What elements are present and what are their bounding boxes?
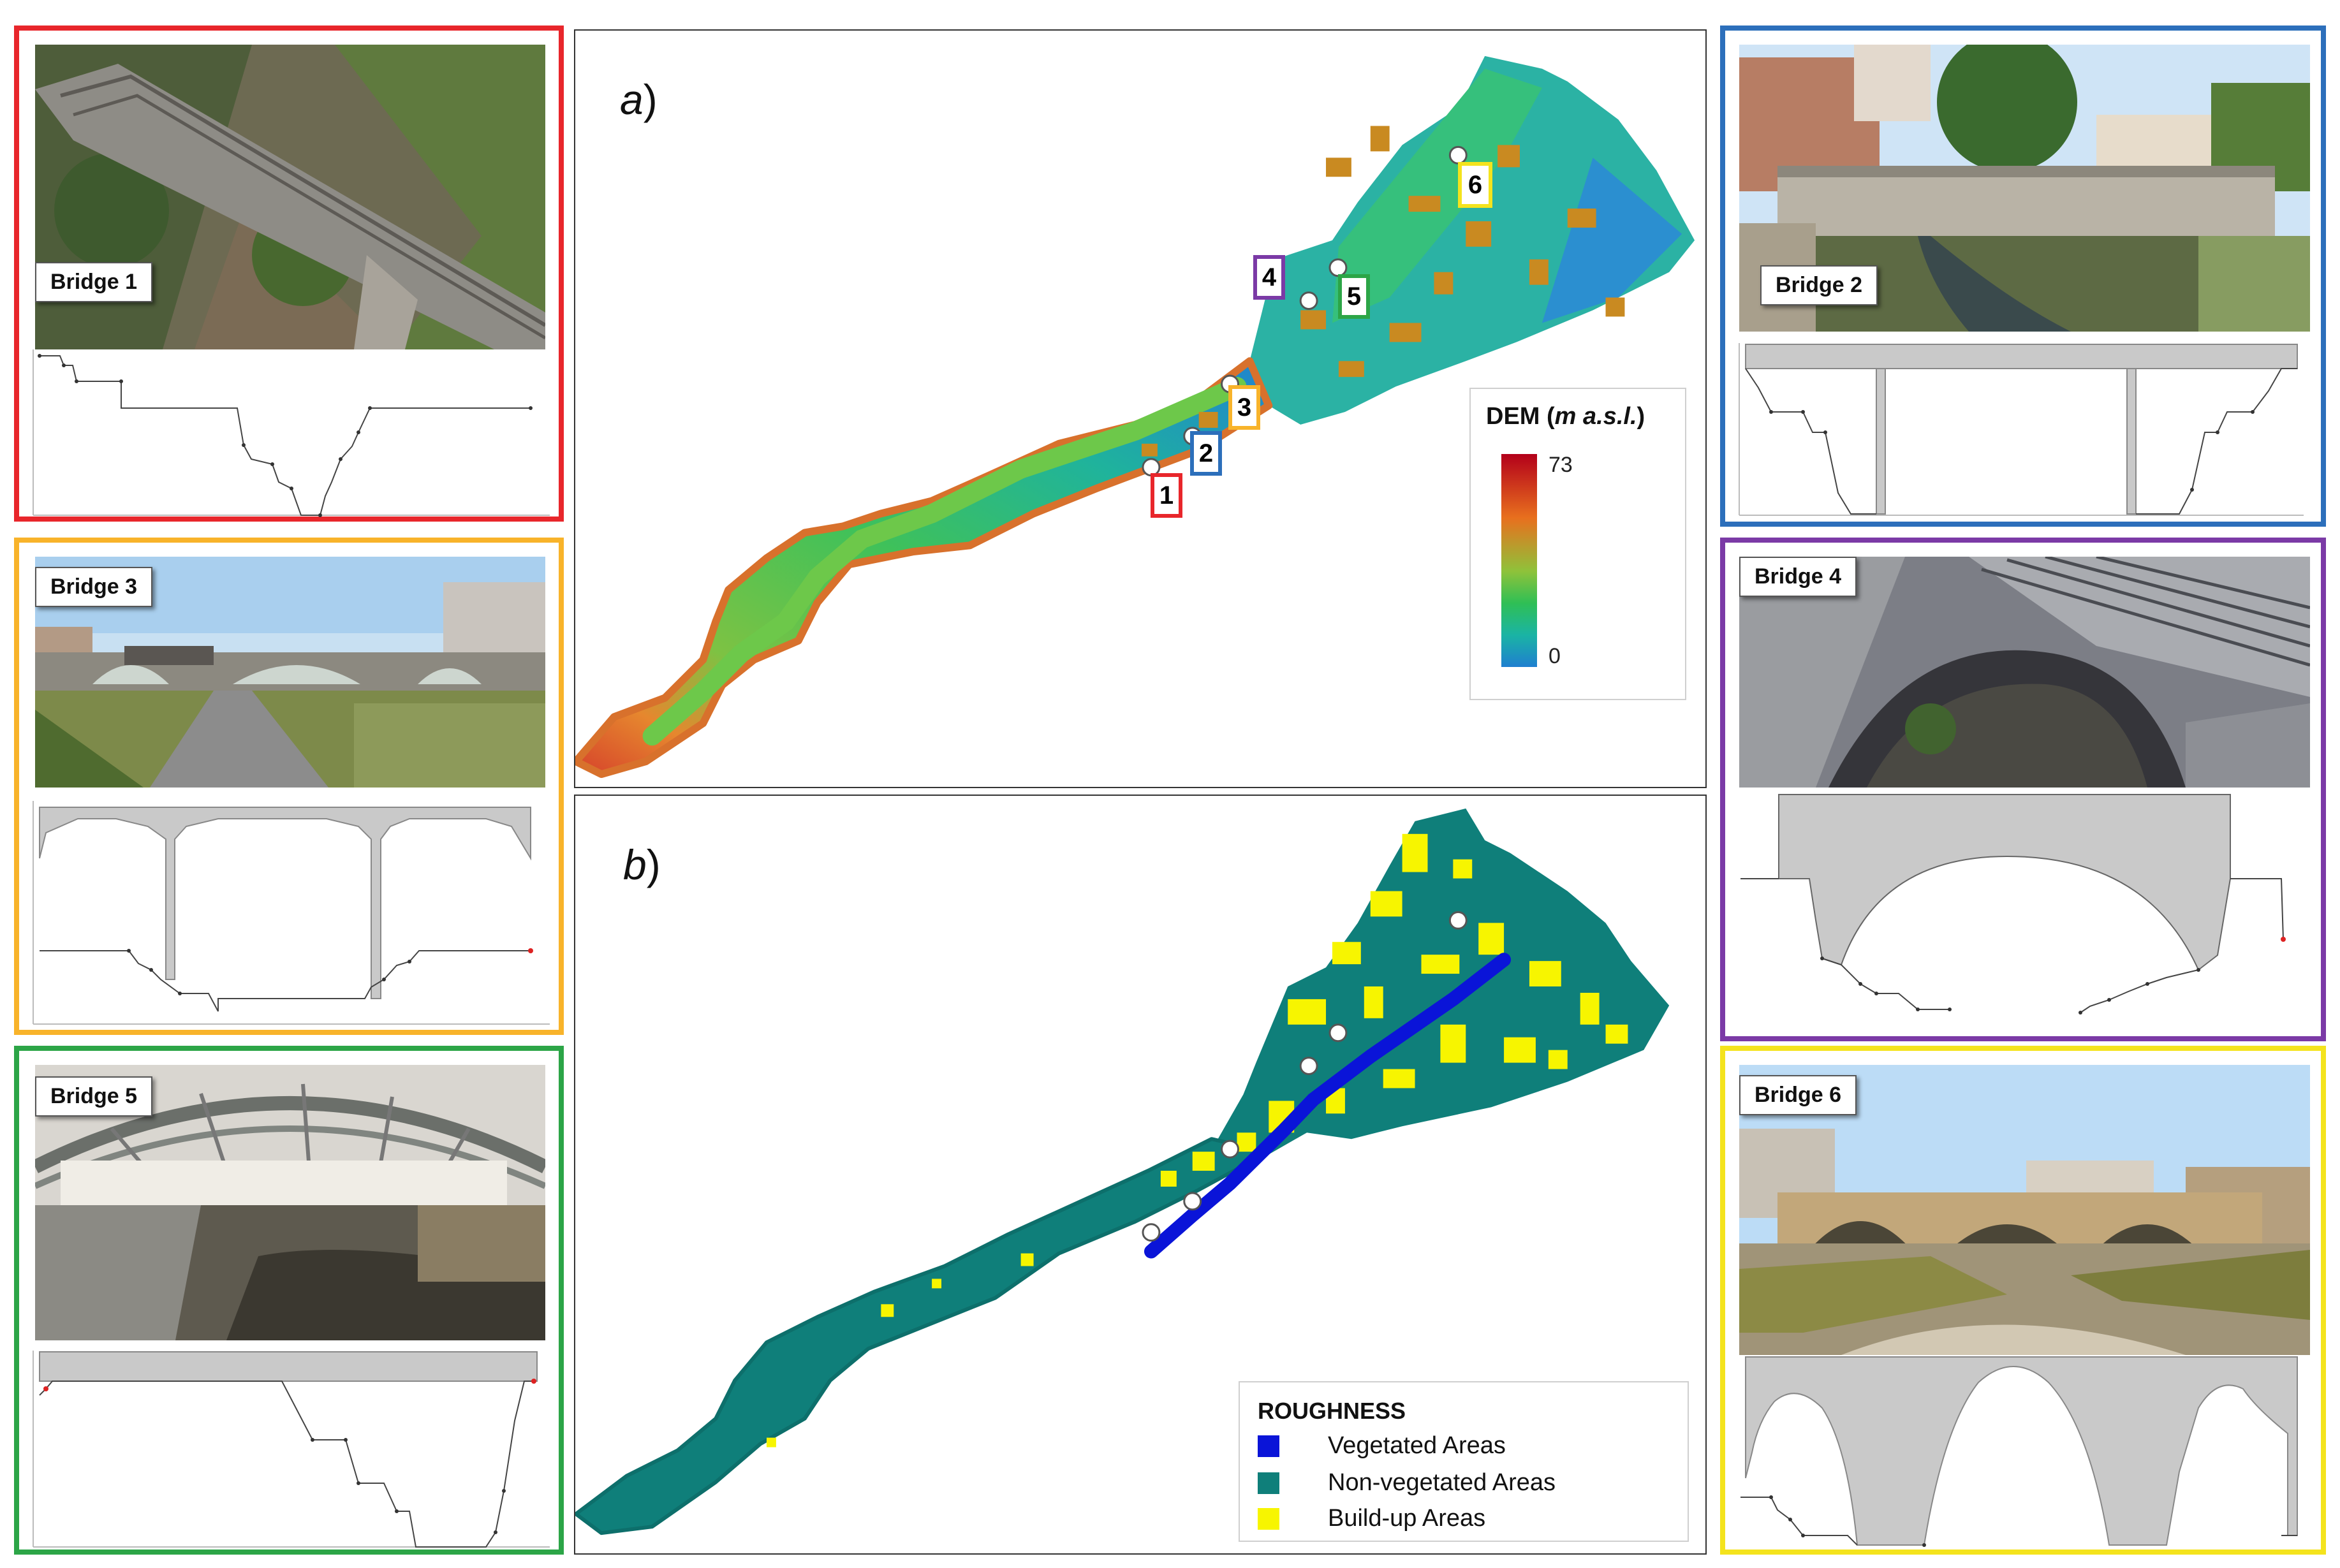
bridge-marker-3[interactable]: 3 bbox=[1228, 385, 1260, 430]
bridge-6-cross-section bbox=[1733, 1351, 2310, 1551]
bridge-1-label: Bridge 1 bbox=[35, 262, 153, 302]
bridge-marker-1[interactable]: 1 bbox=[1151, 473, 1182, 518]
bridge-3-cross-section bbox=[27, 795, 556, 1030]
roughness-map bbox=[575, 808, 1670, 1535]
map-b-title: b) bbox=[623, 840, 661, 889]
dem-colorbar bbox=[1501, 454, 1537, 667]
bridge-marker-6[interactable]: 6 bbox=[1458, 162, 1492, 208]
bridge-3-label: Bridge 3 bbox=[35, 567, 153, 607]
non-vegetated-label: Non-vegetated Areas bbox=[1328, 1469, 1556, 1496]
bridge-marker-2[interactable]: 2 bbox=[1190, 431, 1222, 476]
bridge-4-panel: Bridge 4 bbox=[1720, 538, 2326, 1041]
bridge-3-photo bbox=[35, 557, 545, 788]
roughness-map-panel: b) bbox=[574, 795, 1707, 1555]
dem-legend-title-suffix: ) bbox=[1637, 403, 1645, 430]
bridge-6-panel: Bridge 6 bbox=[1720, 1046, 2326, 1555]
bridge-1-cross-section bbox=[27, 343, 556, 520]
bridge-1-panel: Bridge 1 bbox=[14, 26, 564, 522]
dem-legend: DEM (m a.s.l.) 73 0 bbox=[1469, 388, 1686, 700]
map-b-paren: ) bbox=[646, 841, 661, 888]
bridge-3-panel: Bridge 3 bbox=[14, 538, 564, 1035]
roughness-legend: ROUGHNESS Vegetated Areas Non-vegetated … bbox=[1239, 1381, 1689, 1542]
dem-map-panel: a) bbox=[574, 29, 1707, 788]
map-b-letter: b bbox=[623, 841, 647, 888]
bridge-4-label: Bridge 4 bbox=[1739, 557, 1857, 597]
roughness-legend-title: ROUGHNESS bbox=[1258, 1398, 1406, 1424]
bridge-1-photo bbox=[35, 45, 545, 349]
bridge-marker-5[interactable]: 5 bbox=[1338, 274, 1370, 319]
bridge-2-panel: Bridge 2 bbox=[1720, 26, 2326, 527]
map-a-paren: ) bbox=[643, 76, 658, 123]
vegetated-label: Vegetated Areas bbox=[1328, 1432, 1506, 1459]
legend-item-non-vegetated: Non-vegetated Areas bbox=[1258, 1469, 1556, 1497]
dem-legend-title-unit: m a.s.l. bbox=[1554, 403, 1637, 430]
build-up-label: Build-up Areas bbox=[1328, 1505, 1486, 1532]
vegetated-swatch bbox=[1258, 1435, 1279, 1457]
bridge-4-cross-section bbox=[1733, 793, 2310, 1032]
bridge-2-cross-section bbox=[1733, 337, 2310, 522]
bridge-marker-4[interactable]: 4 bbox=[1253, 255, 1285, 300]
dem-map bbox=[575, 55, 1695, 779]
map-a-title: a) bbox=[620, 75, 658, 124]
dem-min-label: 0 bbox=[1549, 644, 1561, 668]
legend-item-build-up: Build-up Areas bbox=[1258, 1505, 1485, 1532]
dem-legend-title: DEM (m a.s.l.) bbox=[1486, 403, 1645, 430]
bridge-5-panel: Bridge 5 bbox=[14, 1046, 564, 1555]
dem-legend-title-prefix: DEM ( bbox=[1486, 403, 1555, 430]
non-vegetated-swatch bbox=[1258, 1472, 1279, 1494]
build-up-swatch bbox=[1258, 1507, 1279, 1530]
map-a-letter: a bbox=[620, 76, 644, 123]
bridge-6-label: Bridge 6 bbox=[1739, 1075, 1857, 1115]
legend-item-vegetated: Vegetated Areas bbox=[1258, 1432, 1506, 1460]
bridge-2-label: Bridge 2 bbox=[1760, 265, 1878, 305]
roughness-bridge-points bbox=[1142, 911, 1468, 1242]
dem-max-label: 73 bbox=[1549, 453, 1573, 477]
bridge-5-label: Bridge 5 bbox=[35, 1076, 153, 1117]
bridge-5-cross-section bbox=[27, 1344, 556, 1551]
